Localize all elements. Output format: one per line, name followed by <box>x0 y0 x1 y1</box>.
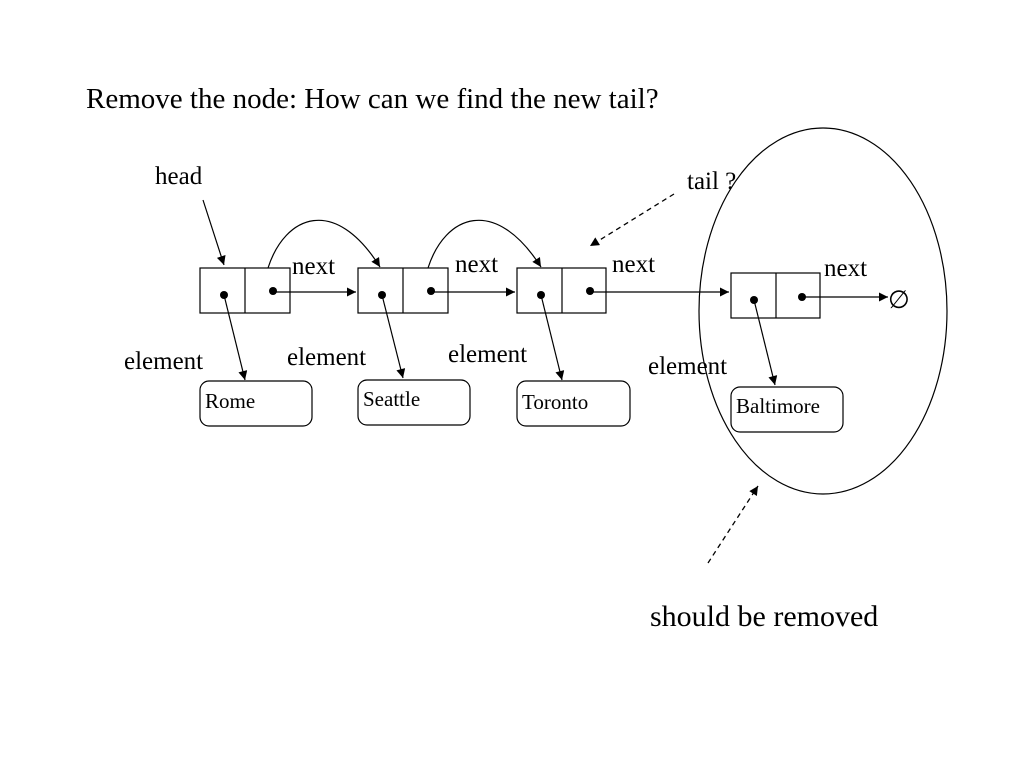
next-pointer-dot <box>427 287 435 295</box>
element-arrow <box>223 294 248 381</box>
next-label: next <box>292 253 335 280</box>
removal-highlight-ellipse <box>698 127 948 495</box>
removal-pointer-arrow <box>707 485 759 564</box>
element-label: element <box>287 344 366 371</box>
element-value: Toronto <box>522 390 588 414</box>
element-box <box>357 379 471 426</box>
tail-pointer-arrow <box>589 193 675 247</box>
null-symbol: ∅ <box>888 287 910 314</box>
list-node <box>730 272 821 319</box>
tail-question-label: tail ? <box>687 168 736 195</box>
next-pointer-dot <box>586 287 594 295</box>
slide-title: Remove the node: How can we find the new… <box>86 83 659 115</box>
next-label: next <box>612 251 655 278</box>
list-node <box>357 267 449 314</box>
element-value: Seattle <box>363 387 420 411</box>
head-label: head <box>155 163 203 190</box>
element-label: element <box>648 353 727 380</box>
next-pointer-dot <box>269 287 277 295</box>
element-label: element <box>124 348 203 375</box>
list-node <box>199 267 291 314</box>
element-value: Baltimore <box>736 394 820 418</box>
element-arrow <box>540 294 565 381</box>
next-curve-arrow <box>427 219 542 269</box>
element-box <box>516 380 631 427</box>
should-be-removed-label: should be removed <box>650 600 878 633</box>
element-label: element <box>448 341 527 368</box>
head-pointer-arrow <box>202 199 226 266</box>
element-box <box>730 386 844 433</box>
element-arrow <box>753 299 778 386</box>
list-node <box>516 267 607 314</box>
element-box <box>199 380 313 427</box>
next-label: next <box>824 255 867 282</box>
next-label: next <box>455 251 498 278</box>
next-curve-arrow <box>267 219 381 269</box>
element-arrow <box>381 294 406 379</box>
element-value: Rome <box>205 389 255 413</box>
